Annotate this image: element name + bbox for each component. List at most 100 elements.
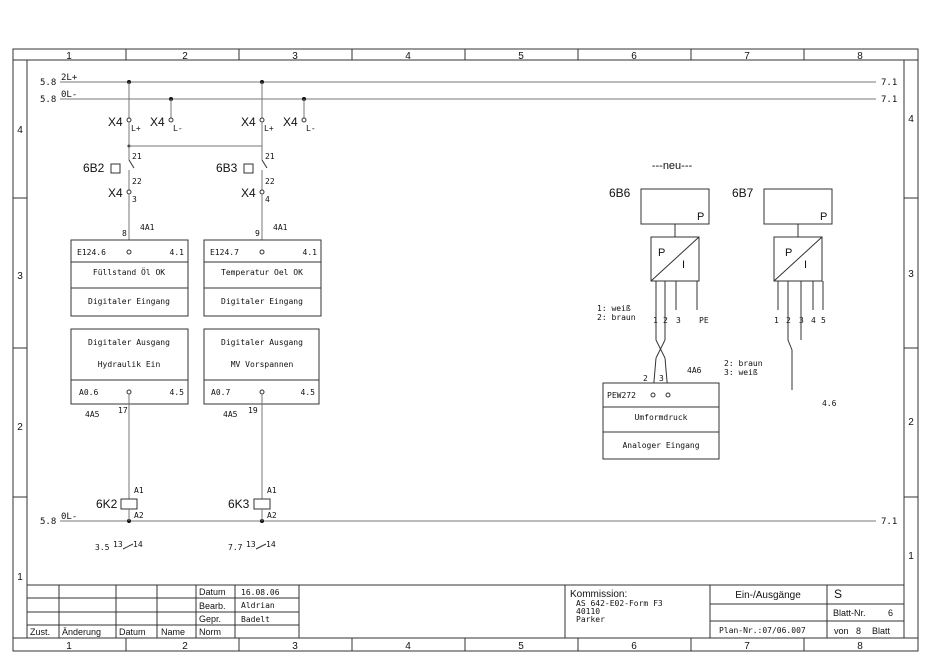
sensor-ref: 4.6	[822, 399, 837, 408]
card-ref: 4A5	[223, 410, 238, 419]
relay-contact: 13	[113, 540, 123, 549]
relay-contact-ref: 3.5	[95, 543, 110, 552]
io-address: A0.6	[79, 388, 98, 397]
io-description: Hydraulik Ein	[98, 360, 161, 369]
sensor-6b7: 6B7 P P I 1 2 3 4 5 2: braun 3: weiß 4.6	[724, 186, 837, 408]
digital-output-box-2: Digitaler Ausgang MV Vorspannen A0.7 4.5	[203, 328, 320, 405]
column-label: 7	[744, 641, 750, 652]
rail-name: 0L-	[61, 90, 77, 100]
rail-target: 7.1	[881, 78, 897, 88]
row-label: 4	[908, 114, 914, 125]
column-label: 4	[405, 641, 411, 652]
blatt-label: Blatt-Nr.	[833, 608, 866, 618]
io-type: Digitaler Eingang	[221, 297, 303, 306]
terminal-pin: L+	[131, 124, 141, 133]
terminal-label: X4	[108, 115, 123, 129]
name-label: Name	[161, 627, 185, 637]
terminal-pin: 4	[265, 195, 270, 204]
column-label: 7	[744, 51, 750, 62]
rail-target: 7.1	[881, 95, 897, 105]
bearb-value: Aldrian	[241, 601, 275, 610]
converter-i: I	[804, 259, 807, 271]
von-value: 8	[856, 626, 861, 636]
datum-value: 16.08.06	[241, 588, 280, 597]
rail-target: 7.1	[881, 517, 897, 527]
terminal-pin: 19	[248, 406, 258, 415]
column-label: 6	[631, 641, 637, 652]
terminal-pin: 21	[132, 152, 142, 161]
column-label: 2	[182, 51, 188, 62]
relay-contact: 13	[246, 540, 256, 549]
switch-label: 6B2	[83, 161, 105, 175]
column-label: 1	[66, 51, 72, 62]
row-label: 1	[17, 572, 23, 583]
card-ref: 4A1	[273, 223, 288, 232]
aenderung-label: Änderung	[62, 627, 101, 637]
relay-coil	[120, 498, 138, 510]
terminal-pin: A1	[267, 486, 277, 495]
io-description: Füllstand Öl OK	[93, 267, 165, 277]
io-description: Umformdruck	[635, 413, 688, 422]
plan-number: Plan-Nr.:07/06.007	[719, 626, 806, 635]
terminal-pin: 22	[132, 177, 142, 186]
switch-symbol	[243, 163, 254, 174]
terminal-pin: A2	[267, 511, 277, 520]
terminal-pin: A2	[134, 511, 144, 520]
converter-p: P	[785, 247, 792, 259]
terminal-label: X4	[241, 186, 256, 200]
row-label: 4	[17, 125, 23, 136]
new-label: ---neu---	[652, 160, 693, 172]
terminal-label: X4	[241, 115, 256, 129]
row-label: 3	[17, 271, 23, 282]
rail-name: 2L+	[61, 73, 78, 83]
relay-contact: 14	[133, 540, 143, 549]
rail-0l-minus-top: 5.8 0L- 7.1	[40, 90, 897, 105]
sensor-pin: 5	[821, 316, 826, 325]
io-address: E124.7	[210, 248, 239, 257]
terminal-pin: 21	[265, 152, 275, 161]
column-label: 8	[857, 641, 863, 652]
sensor-letter: P	[820, 211, 827, 223]
terminal-pin: 3	[659, 374, 664, 383]
wire-legend: 3: weiß	[724, 368, 758, 377]
io-type: Digitaler Ausgang	[221, 338, 303, 347]
terminal-pin: 2	[643, 374, 648, 383]
converter-i: I	[682, 259, 685, 271]
terminal-pin: 8	[122, 229, 127, 238]
column-labels-bottom: 1 2 3 4 5 6 7 8	[66, 641, 863, 652]
card-ref: 4A6	[687, 366, 702, 375]
terminal-label: X4	[108, 186, 123, 200]
relay-label: 6K2	[96, 497, 118, 511]
row-label: 2	[908, 417, 914, 428]
gepr-label: Gepr.	[199, 614, 221, 624]
kommission-line: Parker	[576, 615, 605, 624]
io-ref: 4.1	[303, 248, 318, 257]
card-ref: 4A5	[85, 410, 100, 419]
sheet-title: Ein-/Ausgänge	[735, 590, 801, 601]
column-label: 5	[518, 51, 524, 62]
datum-label: Datum	[199, 587, 226, 597]
row-label: 3	[908, 269, 914, 280]
io-description: Temperatur Oel OK	[221, 268, 303, 277]
wire-legend: 1: weiß	[597, 304, 631, 313]
io-address: A0.7	[211, 388, 230, 397]
column-label: 5	[518, 641, 524, 652]
zust-label: Zust.	[30, 627, 50, 637]
terminal-pin: L+	[264, 124, 274, 133]
io-address: E124.6	[77, 248, 106, 257]
switch-label: 6B3	[216, 161, 238, 175]
column-label: 1	[66, 641, 72, 652]
switch-symbol	[110, 163, 121, 174]
rail-ref: 5.8	[40, 78, 56, 88]
rail-0l-minus-bottom: 5.8 0L- 7.1	[40, 512, 897, 527]
rail-ref: 5.8	[40, 95, 56, 105]
sheet-letter: S	[834, 587, 842, 601]
kommission-label: Kommission:	[570, 589, 627, 600]
rail-ref: 5.8	[40, 517, 56, 527]
sensor-label: 6B6	[609, 186, 631, 200]
bearb-label: Bearb.	[199, 601, 226, 611]
column-label: 8	[857, 51, 863, 62]
column-label: 6	[631, 51, 637, 62]
row-label: 2	[17, 422, 23, 433]
